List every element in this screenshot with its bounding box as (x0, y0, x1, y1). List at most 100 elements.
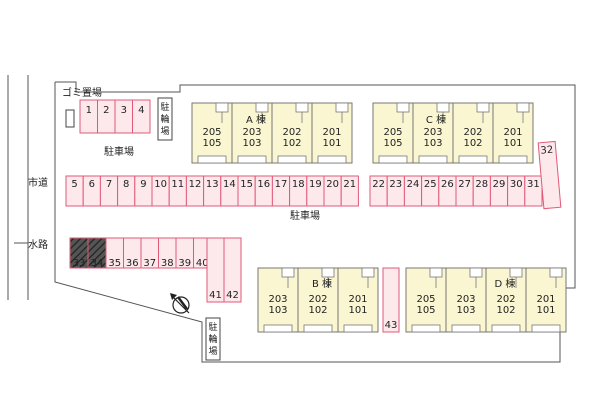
parking-space-number: 5 (71, 179, 77, 190)
parking-space-41: 41 (206, 237, 225, 303)
unit-number-lower: 103 (268, 305, 287, 316)
parking-space-number: 40 (196, 258, 209, 269)
parking-space-2: 2 (97, 99, 116, 134)
parking-space-number: 21 (343, 179, 356, 190)
unit-number-upper: 202 (463, 127, 482, 138)
parking-space-22: 22 (369, 175, 388, 207)
parking-space-39: 39 (175, 237, 194, 269)
parking-space-17: 17 (271, 175, 291, 207)
building-name-B: B 棟 (312, 277, 332, 290)
unit-number-upper: 203 (268, 294, 287, 305)
parking-space-number: 9 (140, 179, 146, 190)
parking-space-43: 43 (382, 267, 400, 333)
unit-number-lower: 101 (536, 305, 555, 316)
parking-space-number: 41 (209, 290, 222, 301)
parking-space-23: 23 (386, 175, 405, 207)
parking-space-number: 11 (171, 179, 184, 190)
building-name-A: A 棟 (246, 113, 266, 126)
parking-space-number: 3 (121, 105, 127, 116)
parking-space-number: 19 (309, 179, 322, 190)
parking-space-20: 20 (323, 175, 342, 207)
parking-space-15: 15 (237, 175, 256, 207)
parking-space-number: 15 (240, 179, 253, 190)
parking-space-42: 42 (223, 237, 242, 303)
parking-space-number: 23 (389, 179, 402, 190)
parking-space-number: 8 (123, 179, 129, 190)
waterway-label: 水路 (28, 238, 48, 251)
parking-space-12: 12 (185, 175, 205, 207)
parking-space-14: 14 (220, 175, 239, 207)
parking-space-number: 16 (257, 179, 270, 190)
building-name-C: C 棟 (426, 113, 446, 126)
parking-space-6: 6 (82, 175, 101, 207)
parking-space-37: 37 (140, 237, 159, 269)
parking-space-35: 35 (105, 237, 124, 269)
parking-space-16: 16 (254, 175, 273, 207)
unit-number-lower: 102 (463, 138, 482, 149)
parking-space-30: 30 (507, 175, 526, 207)
parking-space-32: 32 (537, 140, 562, 210)
parking-space-number: 7 (106, 179, 112, 190)
parking-space-10: 10 (151, 175, 170, 207)
unit-number-upper: 205 (383, 127, 402, 138)
unit-number-lower: 103 (242, 138, 261, 149)
parking-space-13: 13 (203, 175, 222, 207)
lot-boundary (54, 81, 576, 363)
parking-space-number: 33 (73, 258, 86, 269)
parking-space-8: 8 (117, 175, 136, 207)
parking-space-9: 9 (134, 175, 153, 207)
svg-text:駐輪場: 駐輪場 (160, 101, 169, 137)
unit-number-upper: 202 (308, 294, 327, 305)
parking-space-number: 37 (143, 258, 156, 269)
garbage-box (65, 109, 75, 128)
parking-space-number: 42 (226, 290, 239, 301)
parking-space-28: 28 (472, 175, 491, 207)
parking-space-number: 30 (510, 179, 523, 190)
parking-space-number: 29 (493, 179, 506, 190)
parking-space-number: 13 (206, 179, 219, 190)
parking-space-24: 24 (403, 175, 423, 207)
parking-space-number: 28 (475, 179, 488, 190)
north-arrow-icon (170, 293, 190, 314)
parking-space-38: 38 (158, 237, 177, 269)
parking-space-18: 18 (289, 175, 308, 207)
unit-number-lower: 101 (348, 305, 367, 316)
unit-number-lower: 103 (423, 138, 442, 149)
unit-number-lower: 102 (496, 305, 515, 316)
unit-number-lower: 103 (456, 305, 475, 316)
unit-number-upper: 203 (423, 127, 442, 138)
buildings: 2051052031032021022011012051052031032021… (191, 102, 567, 333)
parking-space-number: 24 (407, 179, 420, 190)
unit-number-upper: 201 (348, 294, 367, 305)
parking-space-number: 34 (91, 258, 104, 269)
parking-space-number: 36 (126, 258, 139, 269)
parking-space-number: 6 (89, 179, 95, 190)
parking-space-25: 25 (421, 175, 440, 207)
unit-number-upper: 205 (202, 127, 221, 138)
svg-text:駐輪場: 駐輪場 (208, 321, 217, 357)
unit-number-upper: 201 (322, 127, 341, 138)
building-name-D: D 棟 (495, 277, 516, 290)
unit-number-lower: 105 (383, 138, 402, 149)
road-lines (7, 75, 29, 300)
unit-number-lower: 101 (503, 138, 522, 149)
parking-space-33: 33 (69, 237, 89, 269)
parking-space-1: 1 (79, 99, 98, 134)
parking-space-36: 36 (123, 237, 142, 269)
parking-space-11: 11 (168, 175, 187, 207)
bike-parking-top: 駐輪場 (157, 97, 173, 141)
parking-space-26: 26 (438, 175, 457, 207)
